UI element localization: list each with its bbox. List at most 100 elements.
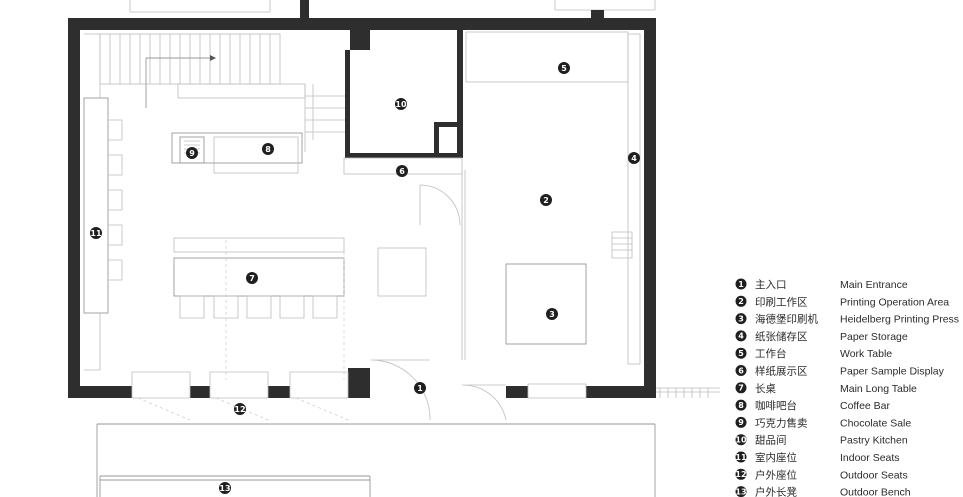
marker-number: 12	[234, 405, 245, 414]
plan-marker-8: 8	[262, 143, 274, 155]
plan-marker-11: 11	[90, 227, 102, 239]
legend-label-zh: 纸张储存区	[755, 330, 808, 343]
number-marker-icon	[395, 98, 407, 110]
legend-marker-9: 9	[735, 416, 747, 428]
site-context-lines	[96, 0, 720, 497]
legend-label-zh: 咖啡吧台	[755, 399, 797, 412]
marker-number: 5	[561, 64, 567, 73]
legend-label-zh: 户外座位	[755, 468, 797, 481]
legend-label-en: Indoor Seats	[840, 452, 900, 464]
number-marker-icon	[735, 399, 747, 411]
legend-label-zh: 甜品间	[755, 434, 787, 447]
number-marker-icon	[735, 295, 747, 307]
legend-marker-1: 1	[735, 278, 747, 290]
legend-label-en: Main Entrance	[840, 279, 908, 291]
legend-marker-4: 4	[735, 330, 747, 342]
legend-label-zh: 工作台	[755, 347, 787, 360]
number-marker-icon	[234, 403, 246, 415]
plan-marker-2: 2	[540, 194, 552, 206]
number-marker-icon	[546, 308, 558, 320]
number-marker-icon	[246, 272, 258, 284]
legend-marker-5: 5	[735, 347, 747, 359]
legend-label-en: Chocolate Sale	[840, 417, 911, 429]
marker-number: 5	[738, 349, 744, 358]
number-marker-icon	[735, 365, 747, 376]
marker-number: 3	[738, 314, 744, 323]
legend-marker-6: 6	[735, 365, 747, 376]
number-marker-icon	[735, 486, 747, 497]
number-marker-icon	[735, 451, 747, 463]
legend-marker-7: 7	[735, 382, 747, 394]
number-marker-icon	[540, 194, 552, 206]
interior-walls	[345, 30, 463, 158]
number-marker-icon	[735, 468, 747, 480]
number-marker-icon	[735, 434, 747, 446]
number-marker-icon	[396, 165, 408, 177]
legend-label-en: Printing Operation Area	[840, 296, 949, 308]
interior-furniture	[83, 31, 641, 421]
marker-number: 11	[90, 229, 102, 238]
legend-marker-13: 13	[735, 486, 747, 497]
number-marker-icon	[90, 227, 102, 239]
marker-number: 4	[631, 154, 637, 163]
legend-label-zh: 样纸展示区	[755, 365, 808, 378]
number-marker-icon	[735, 313, 747, 325]
legend-marker-11: 11	[735, 451, 747, 463]
legend-label-en: Heidelberg Printing Press	[840, 314, 959, 326]
legend-marker-10: 10	[735, 434, 747, 446]
legend-label-zh: 印刷工作区	[755, 295, 808, 308]
marker-number: 12	[735, 470, 746, 479]
number-marker-icon	[735, 330, 747, 342]
legend-label-zh: 室内座位	[755, 451, 797, 464]
number-marker-icon	[735, 416, 747, 428]
plan-marker-12: 12	[234, 403, 246, 415]
number-marker-icon	[558, 62, 570, 74]
legend-label-en: Outdoor Bench	[840, 487, 911, 497]
legend-marker-2: 2	[735, 295, 747, 307]
number-marker-icon	[735, 347, 747, 359]
marker-number: 10	[735, 436, 747, 445]
marker-number: 6	[738, 366, 744, 375]
marker-number: 7	[738, 384, 744, 393]
number-marker-icon	[186, 147, 198, 159]
plan-marker-6: 6	[396, 165, 408, 177]
number-marker-icon	[735, 382, 747, 394]
plan-marker-7: 7	[246, 272, 258, 284]
legend-label-en: Paper Sample Display	[840, 366, 945, 378]
exterior-walls	[68, 0, 656, 398]
marker-number: 13	[735, 487, 746, 496]
plan-marker-4: 4	[628, 152, 640, 164]
legend-label-en: Paper Storage	[840, 331, 908, 343]
number-marker-icon	[219, 482, 231, 494]
legend-label-en: Coffee Bar	[840, 400, 891, 412]
legend-marker-12: 12	[735, 468, 747, 480]
plan-marker-1: 1	[414, 382, 426, 394]
legend-label-en: Outdoor Seats	[840, 469, 908, 481]
legend-marker-3: 3	[735, 313, 747, 325]
legend-label-zh: 巧克力售卖	[755, 416, 808, 429]
plan-marker-3: 3	[546, 308, 558, 320]
number-marker-icon	[414, 382, 426, 394]
marker-number: 2	[543, 196, 549, 205]
marker-number: 2	[738, 297, 744, 306]
plan-marker-10: 10	[395, 98, 407, 110]
marker-number: 10	[395, 100, 407, 109]
marker-number: 13	[219, 484, 230, 493]
marker-number: 4	[738, 332, 744, 341]
marker-number: 8	[265, 145, 271, 154]
legend-label-en: Pastry Kitchen	[840, 435, 908, 447]
legend-label-en: Work Table	[840, 348, 892, 360]
marker-number: 1	[738, 280, 744, 289]
plan-marker-9: 9	[186, 147, 198, 159]
plan-marker-5: 5	[558, 62, 570, 74]
marker-number: 6	[399, 167, 405, 176]
plan-marker-13: 13	[219, 482, 231, 494]
marker-number: 9	[738, 418, 744, 427]
legend-marker-8: 8	[735, 399, 747, 411]
marker-number: 11	[735, 453, 747, 462]
number-marker-icon	[735, 278, 747, 290]
marker-number: 3	[549, 310, 555, 319]
